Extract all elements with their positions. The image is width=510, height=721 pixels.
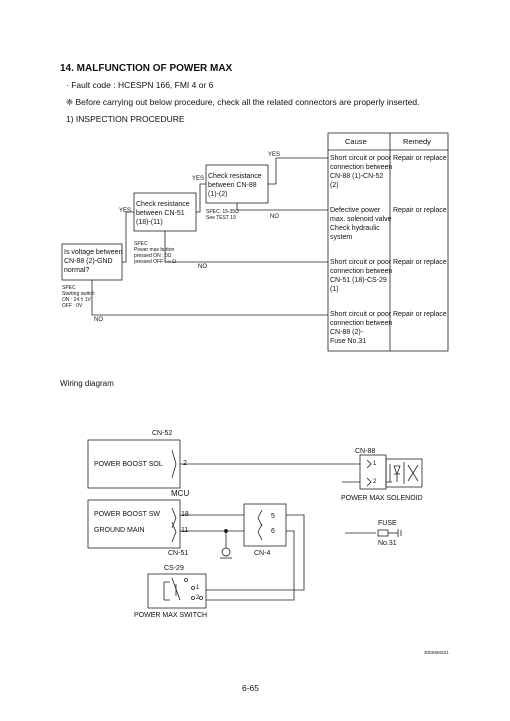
power-max-solenoid-label: POWER MAX SOLENOID <box>341 495 423 502</box>
page-number: 6-65 <box>242 683 260 693</box>
fault-code: · Fault code : HCESPN 166, FMI 4 or 6 <box>66 80 214 90</box>
cn4-pin-6: 6 <box>271 528 275 535</box>
solenoid-pin-2: 2 <box>373 479 377 485</box>
figure-code: 300S6MS21 <box>424 650 449 655</box>
page-title: 14. MALFUNCTION OF POWER MAX <box>60 63 233 74</box>
cn51-pin-11: 11 <box>181 527 189 534</box>
section-title: 1) INSPECTION PROCEDURE <box>66 114 185 124</box>
wiring-diagram-title: Wiring diagram <box>60 379 114 388</box>
table-row-3-remedy: Repair or replace <box>393 259 447 266</box>
no-label-q1: NO <box>94 317 103 323</box>
yes-label-q1: YES <box>119 208 132 214</box>
yes-label-q2: YES <box>192 176 205 182</box>
no-label-q3: NO <box>270 214 279 220</box>
cn4-pin-5: 5 <box>271 513 275 520</box>
ground-main-label: GROUND MAIN <box>94 527 145 534</box>
switch-pin-2: 2 <box>196 595 200 601</box>
power-max-switch-label: POWER MAX SWITCH <box>134 612 208 619</box>
table-header-remedy: Remedy <box>403 137 431 146</box>
cs29-label: CS-29 <box>164 565 184 572</box>
fuse-number: No.31 <box>378 540 397 547</box>
table-row-4-remedy: Repair or replace <box>393 311 447 318</box>
fuse-label: FUSE <box>378 520 397 527</box>
solenoid-pin-1: 1 <box>373 461 377 467</box>
no-label-q2: NO <box>198 264 207 270</box>
precaution-note: ❈ Before carrying out below procedure, c… <box>66 97 420 107</box>
mcu-label: MCU <box>171 489 190 498</box>
table-row-2-remedy: Repair or replace <box>393 207 447 214</box>
power-boost-sw-label: POWER BOOST SW <box>94 511 160 518</box>
yes-label-q3: YES <box>268 152 281 158</box>
cn52-label: CN-52 <box>152 430 173 437</box>
table-header-cause: Cause <box>345 137 367 146</box>
cn52-pin-2: 2 <box>183 460 187 467</box>
table-row-1-remedy: Repair or replace <box>393 155 447 162</box>
cn88-label: CN-88 <box>355 448 376 455</box>
cn51-pin-18: 18 <box>181 511 189 518</box>
power-boost-sol-label: POWER BOOST SOL <box>94 461 163 468</box>
switch-pin-1: 1 <box>196 585 200 591</box>
cn4-label: CN-4 <box>254 550 271 557</box>
cn51-label: CN-51 <box>168 550 189 557</box>
